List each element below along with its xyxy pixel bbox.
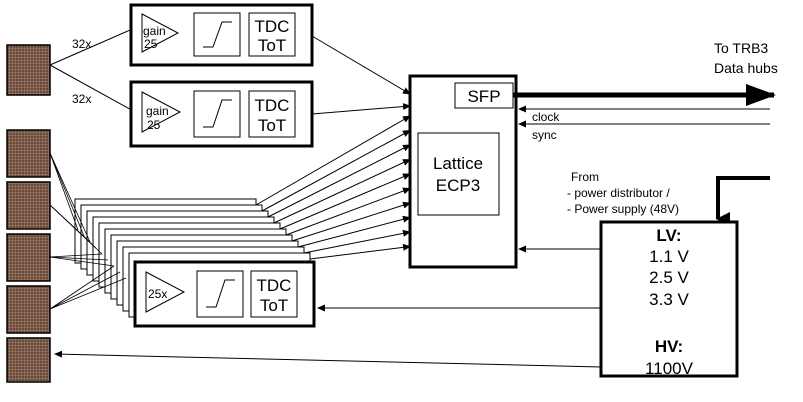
fpga-model: ECP3	[436, 176, 480, 195]
svg-text:- Power supply (48V): - Power supply (48V)	[567, 202, 679, 216]
stack-fpga-link	[297, 215, 411, 248]
clock-sync-lines	[518, 105, 770, 128]
amp-gain-value: 25	[147, 118, 161, 132]
sensor-stack	[6, 129, 51, 383]
lv-title: LV:	[656, 226, 681, 245]
fpga-board: SFP Lattice ECP3	[408, 74, 518, 269]
output-title-1: To TRB3	[714, 40, 768, 56]
amp-gain-label: gain	[146, 104, 169, 118]
svg-text:ToT: ToT	[260, 296, 288, 315]
svg-text:TDC: TDC	[257, 276, 292, 295]
sensor-top-links	[49, 26, 138, 114]
clock-label: clock	[532, 110, 560, 124]
stack-fpga-link	[267, 144, 411, 218]
stack-fpga-link	[255, 115, 411, 206]
svg-text:ToT: ToT	[258, 36, 286, 55]
stack-fpga-link	[273, 159, 411, 224]
lv-value: 3.3 V	[649, 290, 689, 309]
sensor-link	[49, 204, 103, 255]
fpga-chip	[417, 132, 500, 216]
power-distribution-lines	[54, 245, 602, 368]
sensor-link	[49, 265, 115, 310]
stack-fpga-link	[285, 187, 411, 236]
board-to-fpga-links	[311, 35, 411, 115]
amplifier-icon	[145, 271, 186, 313]
power-input: From - power distributor / - Power suppl…	[567, 170, 770, 226]
sfp-label: SFP	[467, 87, 500, 106]
tdc-block	[248, 90, 296, 138]
hv-value: 1100V	[645, 359, 694, 378]
sensor-link	[49, 152, 85, 237]
sensor-link	[49, 152, 91, 243]
svg-text:TDC: TDC	[255, 17, 290, 36]
lv-value: 1.1 V	[649, 247, 689, 266]
stack-fpga-link	[279, 173, 411, 230]
svg-text:TDC: TDC	[255, 96, 290, 115]
tdc-block	[248, 12, 296, 57]
frontend-board-front: 25x TDC ToT	[133, 260, 316, 328]
sensor-link	[49, 256, 115, 267]
stack-fpga-link	[309, 243, 411, 260]
stack-fpga-link	[303, 229, 411, 254]
sensor-link	[49, 253, 103, 258]
svg-text:ToT: ToT	[258, 116, 286, 135]
amp-gain-label: 25x	[148, 287, 167, 301]
sensor-link	[49, 256, 109, 261]
tdc-block	[250, 270, 298, 318]
amplifier-icon	[141, 91, 182, 133]
sensor-top	[6, 44, 51, 96]
hv-title: HV:	[655, 337, 683, 356]
sensor-link	[49, 271, 121, 310]
sfp-module	[454, 82, 514, 109]
stack-fpga-link	[261, 130, 411, 212]
fpga-name: Lattice	[433, 154, 483, 173]
lv-value: 2.5 V	[649, 268, 689, 287]
trb3-output: To TRB3 Data hubs	[513, 40, 778, 106]
output-title-2: Data hubs	[714, 60, 778, 76]
svg-text:From: From	[571, 170, 599, 184]
sensor-stack-links	[49, 152, 127, 310]
stack-fpga-link	[291, 201, 411, 242]
amplifier-icon	[141, 13, 180, 53]
stack-to-fpga-links	[255, 115, 411, 260]
channel-count-bottom: 32x	[72, 92, 91, 106]
frontend-board-1: gain 25 TDC ToT	[129, 3, 314, 67]
frontend-board-2: gain 25 TDC ToT	[129, 80, 314, 148]
discriminator-icon	[206, 279, 235, 308]
svg-text:- power distributor /: - power distributor /	[567, 186, 670, 200]
amp-gain-value: 25	[144, 37, 158, 51]
discriminator-icon	[203, 21, 232, 48]
discriminator-icon	[203, 99, 232, 128]
sensor-link	[49, 277, 127, 310]
channel-count-top: 32x	[72, 37, 91, 51]
sync-label: sync	[532, 128, 557, 142]
sensor-link	[49, 152, 79, 231]
amp-gain-label: gain	[143, 24, 166, 38]
power-box: LV: 1.1 V 2.5 V 3.3 V HV: 1100V	[599, 220, 739, 378]
